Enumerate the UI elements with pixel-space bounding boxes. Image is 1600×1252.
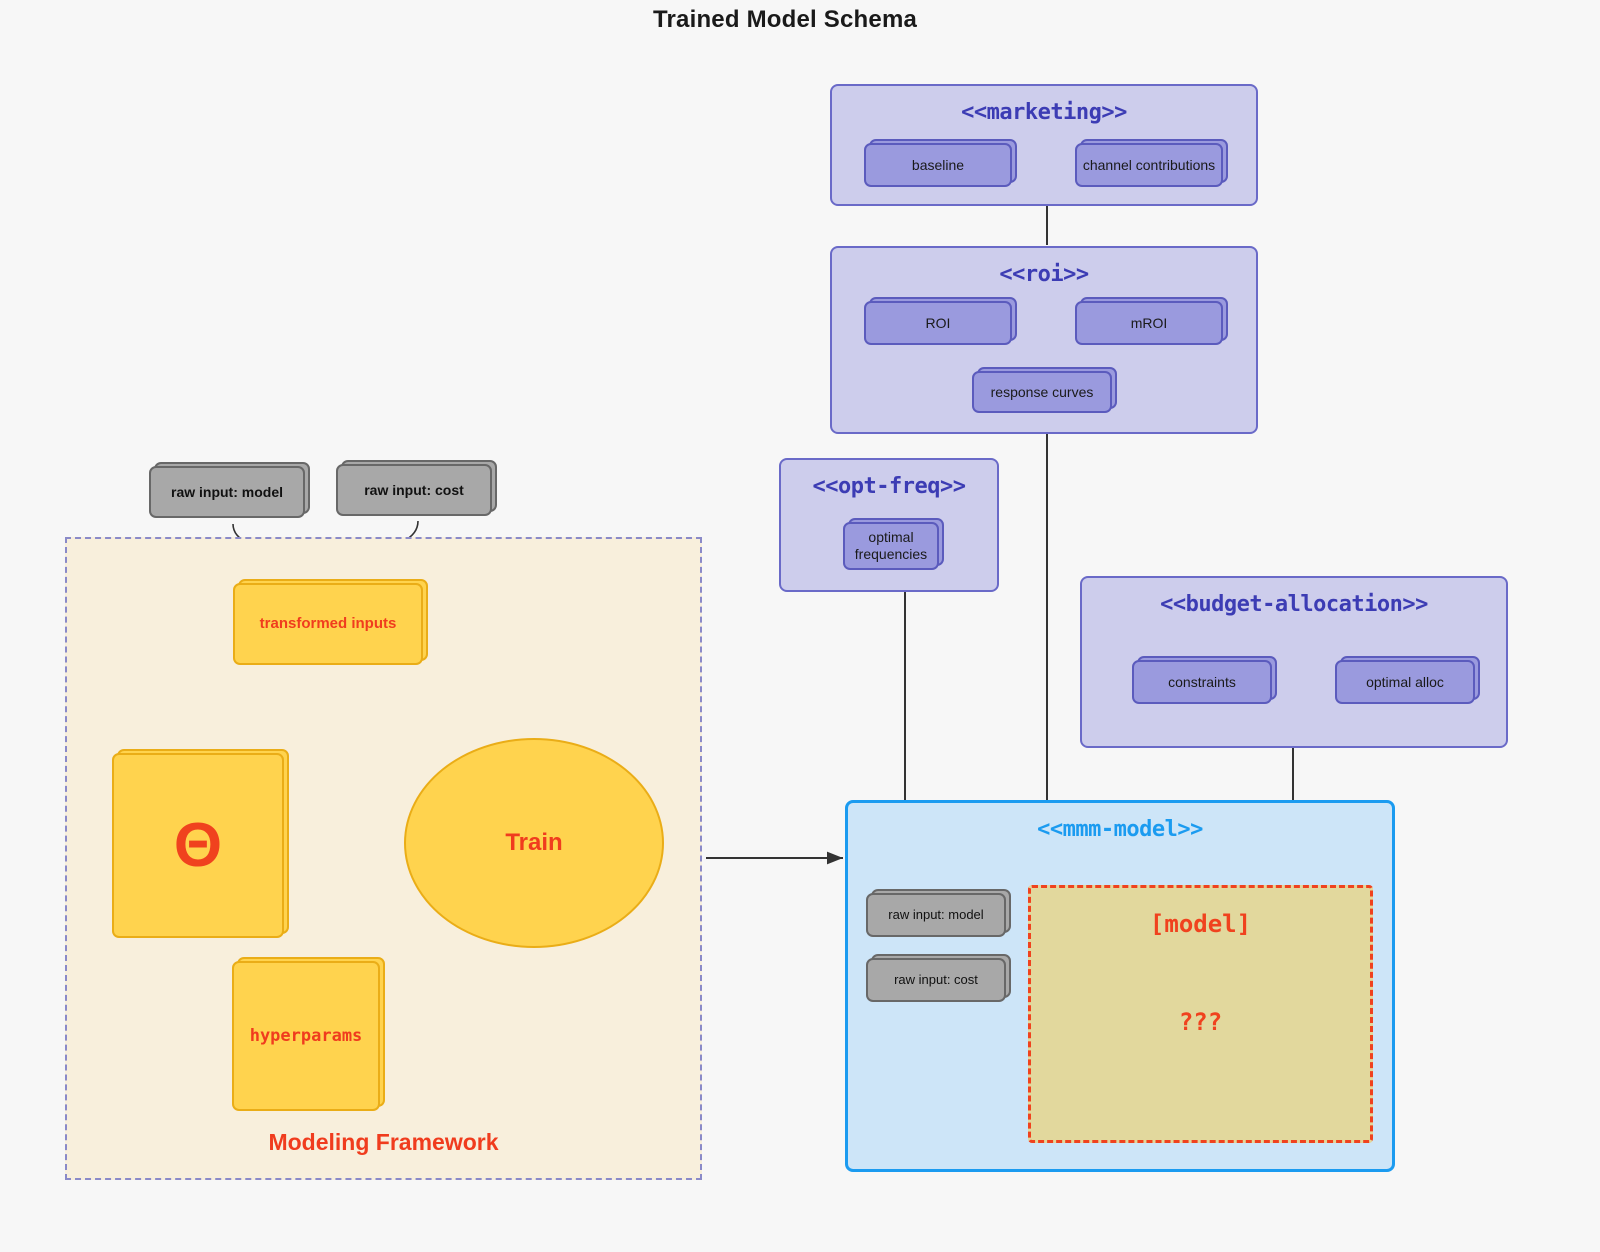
package-budget-allocation[interactable]: <<budget-allocation>> constraints optima… [1080, 576, 1508, 748]
node-theta-face: Θ [112, 753, 284, 938]
member-mroi[interactable]: mROI [1075, 297, 1228, 345]
node-transformed-inputs[interactable]: transformed inputs [233, 579, 428, 665]
package-budget-allocation-title: <<budget-allocation>> [1160, 592, 1428, 617]
package-roi-title: <<roi>> [999, 262, 1089, 287]
package-mmm-model-title: <<mmm-model>> [1037, 817, 1203, 842]
member-constraints[interactable]: constraints [1132, 656, 1277, 704]
member-baseline-label: baseline [864, 143, 1012, 187]
node-train-label: Train [505, 829, 563, 856]
framework-raw-input-cost-label: raw input: cost [336, 464, 492, 516]
node-hyperparams[interactable]: hyperparams [232, 957, 385, 1111]
model-placeholder-box[interactable]: [model] ??? [1028, 885, 1373, 1143]
mmm-raw-input-cost[interactable]: raw input: cost [866, 954, 1011, 1002]
modeling-framework-label: Modeling Framework [268, 1129, 499, 1155]
member-response-curves-label: response curves [972, 371, 1112, 413]
package-roi[interactable]: <<roi>> ROI mROI response curves [830, 246, 1258, 434]
node-hyperparams-label: hyperparams [232, 961, 380, 1111]
mmm-raw-input-cost-label: raw input: cost [866, 958, 1006, 1002]
theta-symbol-icon: Θ [173, 810, 223, 880]
framework-raw-input-model[interactable]: raw input: model [149, 462, 310, 518]
member-mroi-label: mROI [1075, 301, 1223, 345]
page-title: Trained Model Schema [652, 6, 918, 33]
framework-raw-input-model-label: raw input: model [149, 466, 305, 518]
member-optimal-frequencies[interactable]: optimal frequencies [843, 518, 944, 570]
model-placeholder-title: [model] [1149, 910, 1252, 938]
node-train[interactable]: Train [404, 738, 664, 948]
framework-raw-input-cost[interactable]: raw input: cost [336, 460, 497, 516]
package-opt-freq-title: <<opt-freq>> [812, 474, 966, 499]
member-channel-contributions[interactable]: channel contributions [1075, 139, 1228, 187]
member-channel-contributions-label: channel contributions [1075, 143, 1223, 187]
member-optimal-alloc[interactable]: optimal alloc [1335, 656, 1480, 704]
package-marketing[interactable]: <<marketing>> baseline channel contribut… [830, 84, 1258, 206]
package-mmm-model[interactable]: <<mmm-model>> raw input: model raw input… [845, 800, 1395, 1172]
member-roi[interactable]: ROI [864, 297, 1017, 345]
member-constraints-label: constraints [1132, 660, 1272, 704]
member-optimal-frequencies-label: optimal frequencies [843, 522, 939, 570]
node-transformed-inputs-label: transformed inputs [233, 583, 423, 665]
member-roi-label: ROI [864, 301, 1012, 345]
mmm-raw-input-model[interactable]: raw input: model [866, 889, 1011, 937]
mmm-raw-input-model-label: raw input: model [866, 893, 1006, 937]
member-optimal-alloc-label: optimal alloc [1335, 660, 1475, 704]
package-marketing-title: <<marketing>> [961, 100, 1127, 125]
model-placeholder-unknown: ??? [1178, 1008, 1223, 1036]
member-baseline[interactable]: baseline [864, 139, 1017, 187]
node-theta[interactable]: Θ [112, 749, 289, 938]
member-response-curves[interactable]: response curves [972, 367, 1117, 413]
package-opt-freq[interactable]: <<opt-freq>> optimal frequencies [779, 458, 999, 592]
